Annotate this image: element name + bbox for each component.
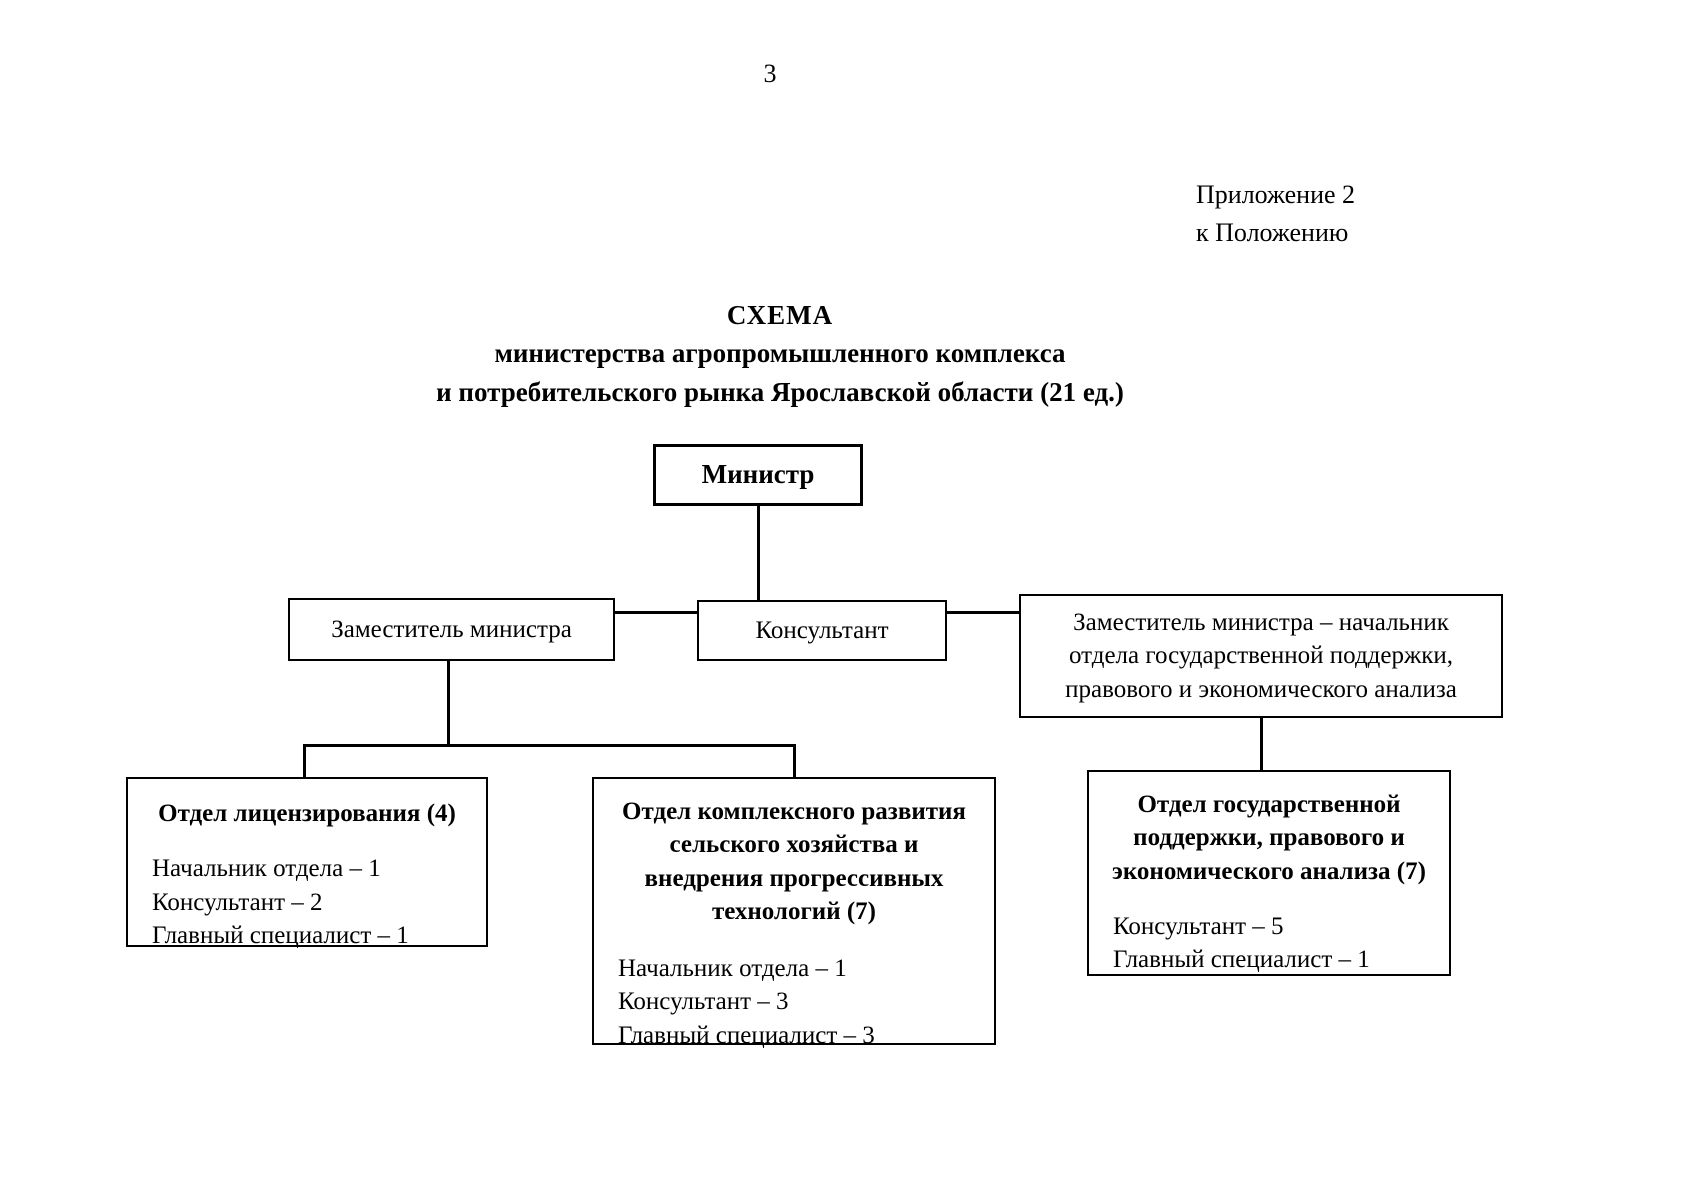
node-complex-title: сельского хозяйства и [669, 831, 919, 859]
title-line-3: и потребительского рынка Ярославской обл… [436, 376, 1124, 407]
node-deputy-minister-label: Заместитель министра [331, 615, 572, 643]
node-complex-title: технологий (7) [711, 897, 877, 925]
staff-row: Главный специалист – 1 [152, 921, 409, 949]
staff-row: Главный специалист – 3 [618, 1021, 875, 1049]
node-complex-title: Отдел комплексного развития [622, 798, 966, 825]
document-title: СХЕМА министерства агропромышленного ком… [0, 296, 1560, 411]
connector-level2-bus [303, 744, 796, 747]
connector-minister-trunk [757, 506, 760, 613]
node-licensing-staff: Начальник отдела – 1 Консультант – 2 Гла… [128, 852, 486, 952]
node-complex-staff: Начальник отдела – 1 Консультант – 3 Гла… [594, 952, 994, 1052]
node-complex-development-dept[interactable]: Отдел комплексного развития сельского хо… [592, 777, 996, 1049]
staff-row: Консультант – 2 [152, 888, 323, 916]
appendix-line-2: к Положению [1196, 217, 1349, 247]
node-deputy-minister[interactable]: Заместитель министра [288, 598, 615, 661]
staff-row: Главный специалист – 1 [1113, 946, 1370, 973]
page-number: 3 [763, 59, 777, 88]
node-support-title: поддержки, правового и [1133, 824, 1405, 852]
node-minister-label: Министр [701, 459, 815, 490]
node-licensing-title: Отдел лицензирования (4) [158, 800, 456, 827]
node-support-title: Отдел государственной [1137, 791, 1401, 818]
connector-deputy-head-trunk [1260, 718, 1263, 771]
node-deputy-head-line-2: отдела государственной поддержки, [1068, 642, 1454, 670]
node-deputy-minister-head[interactable]: Заместитель министра – начальник отдела … [1019, 594, 1503, 718]
appendix-line-1: Приложение 2 [1196, 180, 1356, 209]
appendix-reference: Приложение 2 к Положению [1196, 176, 1355, 251]
connector-drop-licensing [303, 744, 306, 778]
staff-row: Начальник отдела – 1 [152, 855, 381, 883]
node-minister[interactable]: Министр [653, 444, 863, 506]
staff-row: Консультант – 5 [1113, 912, 1284, 940]
node-consultant[interactable]: Консультант [697, 600, 947, 661]
node-complex-title: внедрения прогрессивных [644, 864, 944, 892]
node-deputy-head-line-3: правового и экономического анализа [1065, 675, 1457, 703]
node-licensing-dept[interactable]: Отдел лицензирования (4) Начальник отдел… [126, 777, 488, 949]
node-consultant-label: Консультант [755, 616, 889, 644]
node-support-staff: Консультант – 5 Главный специалист – 1 [1089, 910, 1449, 977]
connector-deputy-minister-trunk [447, 661, 450, 746]
title-line-2: министерства агропромышленного комплекса [494, 338, 1066, 369]
node-state-support-dept[interactable]: Отдел государственной поддержки, правово… [1087, 770, 1451, 976]
connector-drop-complex [793, 744, 796, 778]
node-support-title: экономического анализа (7) [1112, 857, 1426, 885]
title-line-1: СХЕМА [726, 300, 834, 330]
staff-row: Консультант – 3 [618, 988, 789, 1016]
staff-row: Начальник отдела – 1 [618, 955, 847, 982]
node-deputy-head-line-1: Заместитель министра – начальник [1073, 609, 1449, 637]
